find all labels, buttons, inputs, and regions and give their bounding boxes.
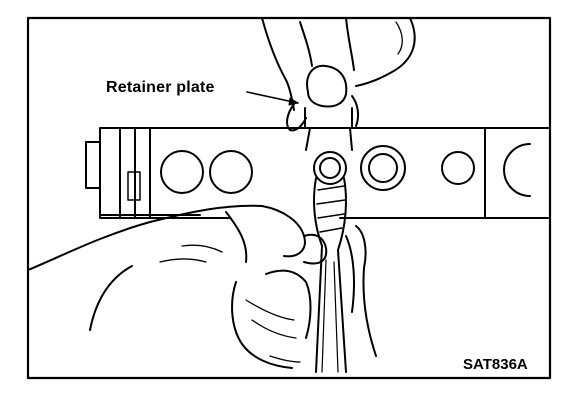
figure-code: SAT836A	[463, 356, 528, 373]
retainer-plate-label: Retainer plate	[106, 79, 215, 96]
valve-bores	[160, 143, 531, 197]
callout-arrowhead	[288, 97, 299, 106]
valve-body	[85, 127, 549, 219]
figure-frame	[26, 16, 552, 380]
retainer-pin	[313, 151, 347, 251]
screwdriver	[315, 245, 347, 373]
lower-hand	[27, 204, 377, 369]
upper-hand	[261, 17, 416, 132]
